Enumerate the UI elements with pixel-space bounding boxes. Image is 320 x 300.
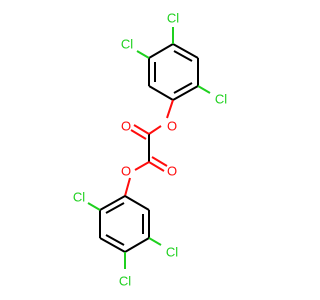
chlorine-atom-label: Cl [119,274,131,289]
ring-bond [99,237,126,253]
chlorine-atom-label: Cl [166,245,178,260]
ring-bond [124,195,150,211]
ring-bond [172,85,199,101]
oxygen-atom-label: O [121,119,131,134]
carbonyl-double-bond [148,161,165,172]
ring-bond [148,43,174,59]
c-cl-bond [148,237,162,246]
carbonyl-double-bond [130,129,147,140]
c-cl-bond [87,202,101,211]
ring-bond [172,43,199,59]
carbonyl-double-bond [151,156,168,167]
carbonyl-double-bond [133,124,150,135]
c-cl-bond [136,50,150,59]
ring-double-bond [105,234,125,246]
ring-bond [124,237,150,253]
c-o-bond [166,99,174,119]
molecule-structure: Cl Cl Cl O O O O Cl Cl Cl [73,11,227,289]
oxygen-atom-label: O [167,164,177,179]
c-o-bond [134,161,150,171]
c-cl-bond [197,85,211,94]
chlorine-atom-label: Cl [215,92,227,107]
oxygen-atom-label: O [121,164,131,179]
ring-double-bond [105,202,125,214]
chlorine-atom-label: Cl [167,11,179,26]
chlorine-atom-label: Cl [121,37,133,52]
bottom-aryl-ring [99,195,150,253]
chlorine-atom-label: Cl [73,190,85,205]
oxygen-atom-label: O [167,119,177,134]
ring-bond [148,85,174,101]
o-c-bond [148,125,162,135]
top-aryl-ring [148,43,199,101]
ring-double-bond [173,82,193,94]
ring-double-bond [173,50,193,62]
ring-bond [99,195,126,211]
oxalate-core [130,124,168,172]
o-c-bond [124,177,131,197]
